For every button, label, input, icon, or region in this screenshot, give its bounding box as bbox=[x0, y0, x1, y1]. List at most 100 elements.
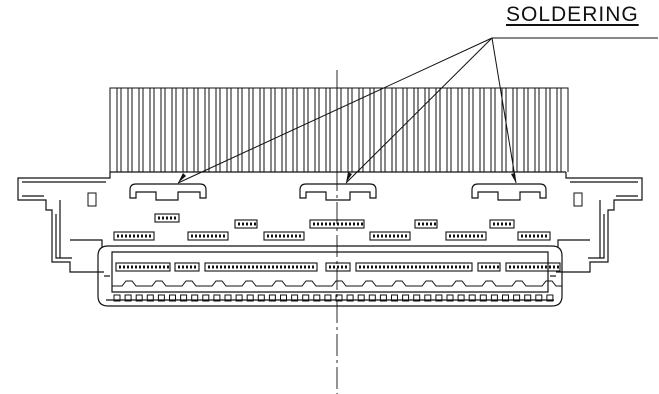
contact-pad bbox=[149, 234, 151, 238]
contact-fin bbox=[142, 87, 151, 172]
bottom-tooth bbox=[113, 294, 121, 302]
contact-pad bbox=[292, 265, 294, 269]
contact-pad bbox=[459, 265, 461, 269]
contact-pad bbox=[276, 265, 278, 269]
contact-pad bbox=[383, 265, 385, 269]
contact-pad bbox=[337, 265, 339, 269]
contact-pad bbox=[151, 265, 153, 269]
contact-pad bbox=[359, 265, 361, 269]
contact-fin bbox=[450, 87, 459, 172]
contact-fin bbox=[373, 87, 382, 172]
contact-pad bbox=[279, 234, 281, 238]
contact-pad bbox=[497, 265, 499, 269]
contact-pad bbox=[162, 216, 164, 220]
contact-pad bbox=[163, 265, 165, 269]
contact-pad bbox=[423, 265, 425, 269]
contact-pad bbox=[505, 222, 507, 226]
contact-pad bbox=[405, 234, 407, 238]
contact-pad bbox=[419, 265, 421, 269]
contact-pad bbox=[299, 234, 301, 238]
bottom-tooth bbox=[268, 294, 276, 302]
left-window bbox=[87, 192, 97, 207]
contact-pad bbox=[208, 265, 210, 269]
contact-pad-group bbox=[113, 231, 155, 241]
contact-pad bbox=[215, 234, 217, 238]
contact-pad-group bbox=[489, 219, 515, 229]
contact-pad bbox=[242, 222, 244, 226]
contact-pad bbox=[139, 265, 141, 269]
bottom-tooth bbox=[546, 294, 554, 302]
contact-pad bbox=[481, 265, 483, 269]
contact-pad bbox=[521, 265, 523, 269]
contact-pad bbox=[268, 265, 270, 269]
contact-pad bbox=[275, 234, 277, 238]
contact-pad bbox=[357, 222, 359, 226]
contact-pad bbox=[381, 234, 383, 238]
contact-fin bbox=[274, 87, 283, 172]
bottom-tooth bbox=[191, 294, 199, 302]
contact-pad bbox=[493, 222, 495, 226]
bottom-tooth bbox=[424, 294, 432, 302]
contact-pad bbox=[411, 265, 413, 269]
contact-pad bbox=[216, 265, 218, 269]
contact-pad bbox=[321, 222, 323, 226]
contact-pad bbox=[123, 265, 125, 269]
contact-pad bbox=[497, 222, 499, 226]
contact-fin bbox=[417, 87, 426, 172]
contact-pad bbox=[267, 234, 269, 238]
contact-fin bbox=[153, 87, 162, 172]
contact-pad bbox=[329, 265, 331, 269]
contact-fin bbox=[120, 87, 129, 172]
contact-pad bbox=[477, 234, 479, 238]
contact-pad bbox=[537, 234, 539, 238]
contact-fin bbox=[494, 87, 503, 172]
contact-pad bbox=[533, 265, 535, 269]
contact-pad bbox=[529, 234, 531, 238]
contact-pad bbox=[117, 234, 119, 238]
contact-pad-group bbox=[115, 262, 171, 272]
contact-pad bbox=[545, 265, 547, 269]
contact-pad bbox=[252, 265, 254, 269]
contact-pad bbox=[220, 265, 222, 269]
contact-pad bbox=[469, 234, 471, 238]
bottom-tooth bbox=[368, 294, 376, 302]
contact-pad bbox=[553, 265, 555, 269]
contact-pad bbox=[345, 265, 347, 269]
bottom-tooth bbox=[146, 294, 154, 302]
contact-pad bbox=[195, 234, 197, 238]
bottom-tooth bbox=[302, 294, 310, 302]
contact-pad bbox=[525, 234, 527, 238]
contact-pad bbox=[329, 222, 331, 226]
contact-fin bbox=[527, 87, 536, 172]
contact-fin bbox=[472, 87, 481, 172]
contact-pad bbox=[391, 265, 393, 269]
bottom-tooth bbox=[446, 294, 454, 302]
contact-fin bbox=[362, 87, 371, 172]
contact-pad bbox=[312, 265, 314, 269]
contact-pad bbox=[467, 265, 469, 269]
contact-fin bbox=[230, 87, 239, 172]
contact-pad bbox=[465, 234, 467, 238]
bottom-tooth bbox=[235, 294, 243, 302]
contact-fin bbox=[483, 87, 492, 172]
contact-fin bbox=[549, 87, 558, 172]
bottom-tooth bbox=[391, 294, 398, 302]
contact-pad bbox=[296, 265, 298, 269]
bottom-tooth bbox=[324, 294, 332, 302]
contact-pad bbox=[371, 265, 373, 269]
contact-pad-group bbox=[204, 262, 318, 272]
bottom-tooth bbox=[157, 294, 165, 302]
contact-fin bbox=[197, 87, 206, 172]
contact-pad-group bbox=[234, 219, 258, 229]
contact-pad bbox=[434, 222, 436, 226]
bottom-tooth bbox=[257, 294, 265, 302]
contact-pad bbox=[513, 265, 515, 269]
contact-fin bbox=[538, 87, 547, 172]
contact-pad bbox=[141, 234, 143, 238]
contact-pad bbox=[379, 265, 381, 269]
contact-pad bbox=[385, 234, 387, 238]
contact-pad bbox=[250, 222, 252, 226]
contact-pad bbox=[341, 265, 343, 269]
contact-pad bbox=[194, 265, 196, 269]
contact-pad bbox=[260, 265, 262, 269]
